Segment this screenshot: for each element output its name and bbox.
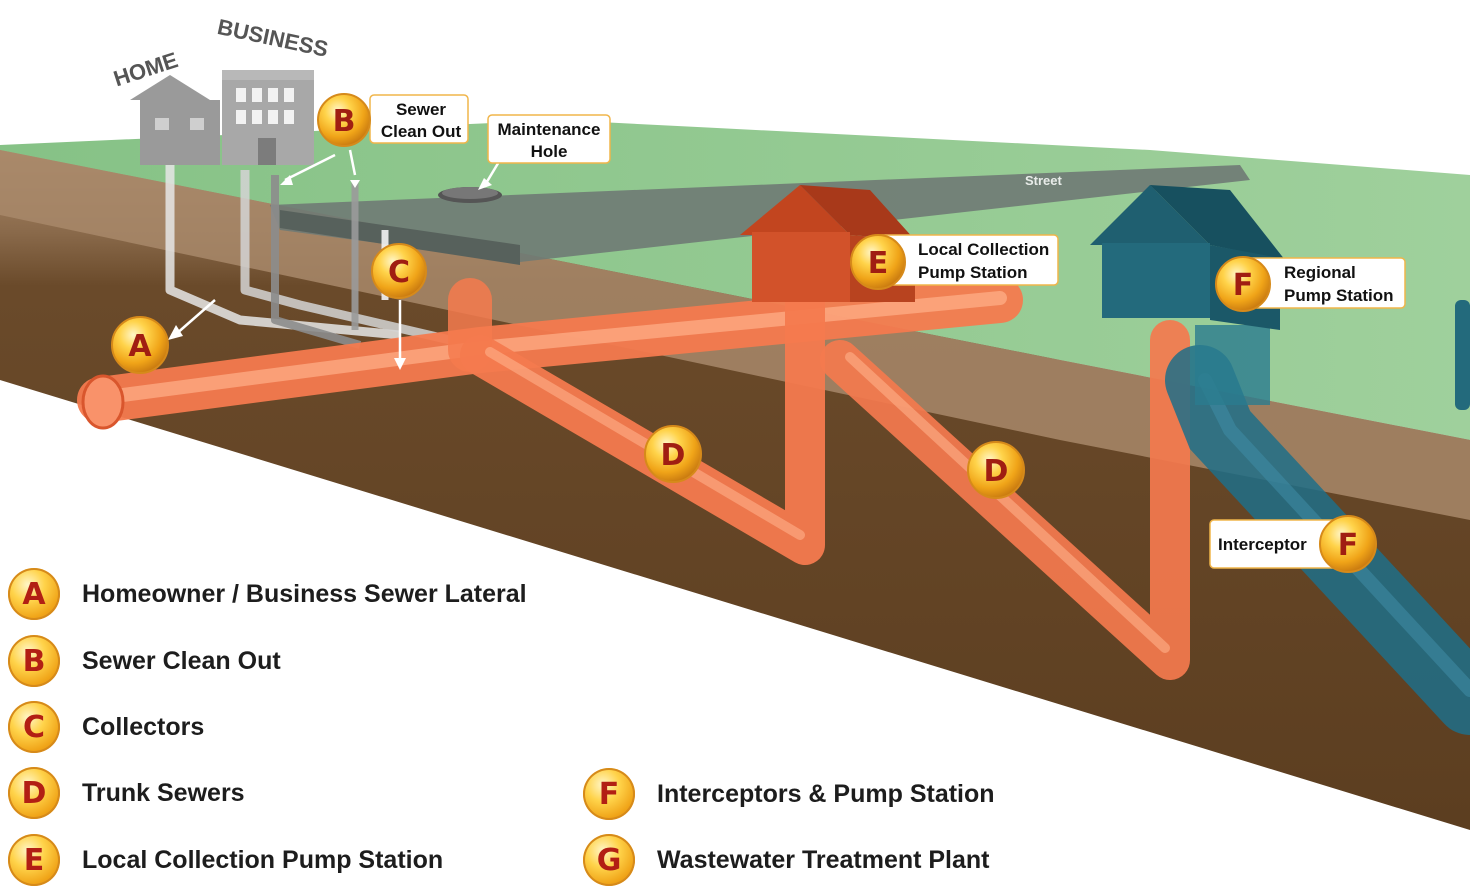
street-label: Street — [1025, 173, 1063, 188]
svg-text:Regional: Regional — [1284, 263, 1356, 282]
svg-text:F: F — [1233, 268, 1254, 303]
leader-arrows — [174, 149, 502, 360]
trunk-sewer-2-highlight — [845, 352, 1170, 653]
interceptor-pipe — [1165, 325, 1470, 735]
svg-text:D: D — [661, 438, 686, 473]
badge-f-interceptor: F — [1319, 515, 1377, 573]
lateral-pipes — [165, 165, 452, 349]
sewer-pipes — [77, 277, 1190, 680]
svg-text:F: F — [1338, 528, 1359, 563]
svg-text:Sewer: Sewer — [396, 100, 446, 119]
badge-c: C — [371, 243, 427, 299]
trunk-sewer-2 — [820, 320, 1190, 680]
svg-text:B: B — [333, 104, 356, 139]
badge-e: E — [850, 234, 906, 290]
callout-sewer-clean-out: Sewer Clean Out — [369, 94, 469, 144]
svg-text:D: D — [984, 454, 1009, 489]
callout-regional-pump-station: Regional Pump Station — [1239, 257, 1406, 309]
home-building — [130, 75, 220, 165]
svg-text:A: A — [128, 329, 152, 364]
maintenance-hole-rim — [442, 187, 498, 199]
svg-text:Hole: Hole — [531, 142, 568, 161]
svg-text:Local Collection: Local Collection — [918, 240, 1049, 259]
svg-text:Maintenance: Maintenance — [498, 120, 601, 139]
badge-f-regional: F — [1215, 256, 1271, 312]
callout-maintenance-hole: Maintenance Hole — [487, 114, 611, 164]
svg-text:Clean Out: Clean Out — [381, 122, 462, 141]
trunk-sewer-1 — [460, 280, 825, 565]
svg-text:E: E — [868, 246, 889, 281]
svg-text:Interceptor: Interceptor — [1218, 535, 1307, 554]
svg-text:Pump Station: Pump Station — [1284, 286, 1394, 305]
grass-surface — [0, 120, 1470, 440]
business-label: BUSINESS — [215, 14, 330, 62]
trunk-sewer-1-highlight — [485, 347, 805, 540]
street-cut-face — [280, 210, 520, 265]
street — [270, 165, 1250, 262]
badge-a: A — [111, 316, 169, 374]
svg-text:C: C — [388, 255, 410, 290]
leader-arrowheads — [168, 175, 492, 370]
business-building — [222, 70, 314, 165]
badge-d-2: D — [967, 441, 1025, 499]
svg-text:Pump Station: Pump Station — [918, 263, 1028, 282]
pipe-open-end — [81, 374, 125, 430]
callout-interceptor: Interceptor — [1209, 519, 1341, 569]
badge-d-1: D — [644, 425, 702, 483]
callout-local-pump-station: Local Collection Pump Station — [877, 234, 1059, 286]
badge-b: B — [317, 93, 371, 147]
treatment-plant-edge — [1455, 300, 1470, 410]
